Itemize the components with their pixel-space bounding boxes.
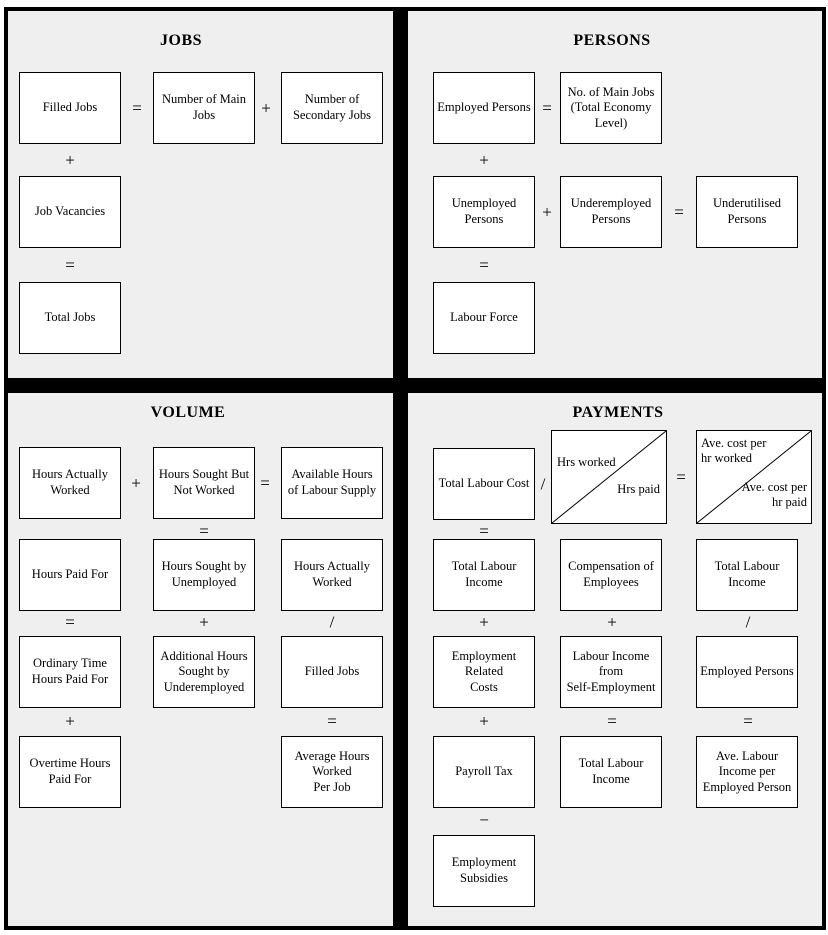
quadrant-divider-horizontal [4,378,826,393]
box-no-of-main-jobs-total-economy: No. of Main Jobs (Total Economy Level) [560,72,662,144]
box-hours-sought-but-not-worked: Hours Sought But Not Worked [153,447,255,519]
box-compensation-of-employees: Compensation of Employees [560,539,662,611]
box-employment-related-costs: Employment Related Costs [433,636,535,708]
operator-plus: + [65,150,75,170]
box-filled-jobs: Filled Jobs [19,72,121,144]
box-payroll-tax: Payroll Tax [433,736,535,808]
operator-equals: = [260,473,270,493]
box-hours-paid-for: Hours Paid For [19,539,121,611]
operator-equals: = [65,255,75,275]
operator-minus: − [479,810,489,830]
box-available-hours-of-labour-supply: Available Hours of Labour Supply [281,447,383,519]
diagram-frame [4,7,826,930]
operator-equals: = [327,711,337,731]
operator-divide: / [540,474,546,494]
quadrant-title-persons: PERSONS [573,32,651,49]
box-total-labour-income: Total Labour Income [433,539,535,611]
quadrant-title-payments: PAYMENTS [572,404,664,421]
operator-equals: = [607,711,617,731]
box-total-jobs: Total Jobs [19,282,121,354]
quadrant-title-jobs: JOBS [159,32,203,49]
operator-equals: = [743,711,753,731]
box-total-labour-income-3: Total Labour Income [560,736,662,808]
box-underutilised-persons: Underutilised Persons [696,176,798,248]
box-hours-sought-by-unemployed: Hours Sought by Unemployed [153,539,255,611]
quadrant-divider-vertical [393,7,408,930]
operator-plus: + [479,612,489,632]
operator-plus: + [261,98,271,118]
box-number-of-main-jobs: Number of Main Jobs [153,72,255,144]
ratio-box-ave-cost-per-hr: Ave. cost per hr worked Ave. cost per hr… [696,430,812,524]
operator-equals: = [132,98,142,118]
operator-plus: + [199,612,209,632]
operator-plus: + [479,711,489,731]
box-unemployed-persons: Unemployed Persons [433,176,535,248]
operator-equals: = [674,202,684,222]
operator-equals: = [542,98,552,118]
ratio-label-bottom-right: Hrs paid [617,482,660,496]
box-employed-persons-2: Employed Persons [696,636,798,708]
ratio-label-top-left: Hrs worked [557,455,616,469]
box-filled-jobs-2: Filled Jobs [281,636,383,708]
quadrant-title-volume: VOLUME [150,404,226,421]
ratio-label-top-left: Ave. cost per hr worked [701,436,767,465]
operator-divide: / [329,612,335,632]
box-overtime-hours-paid-for: Overtime Hours Paid For [19,736,121,808]
box-underemployed-persons: Underemployed Persons [560,176,662,248]
box-number-of-secondary-jobs: Number of Secondary Jobs [281,72,383,144]
box-employed-persons: Employed Persons [433,72,535,144]
box-labour-force: Labour Force [433,282,535,354]
diagonal-line [552,431,666,523]
box-ordinary-time-hours-paid-for: Ordinary Time Hours Paid For [19,636,121,708]
box-hours-actually-worked: Hours Actually Worked [19,447,121,519]
operator-equals: = [479,255,489,275]
box-additional-hours-sought-by-underemployed: Additional Hours Sought by Underemployed [153,636,255,708]
operator-plus: + [131,473,141,493]
ratio-label-bottom-right: Ave. cost per hr paid [741,480,807,509]
box-labour-income-from-self-employment: Labour Income from Self-Employment [560,636,662,708]
box-ave-labour-income-per-employed-person: Ave. Labour Income per Employed Person [696,736,798,808]
operator-plus: + [479,150,489,170]
box-total-labour-cost: Total Labour Cost [433,448,535,520]
box-total-labour-income-2: Total Labour Income [696,539,798,611]
operator-divide: / [745,612,751,632]
operator-equals: = [199,521,209,541]
operator-equals: = [479,521,489,541]
box-hours-actually-worked-2: Hours Actually Worked [281,539,383,611]
box-employment-subsidies: Employment Subsidies [433,835,535,907]
operator-plus: + [607,612,617,632]
box-average-hours-worked-per-job: Average Hours Worked Per Job [281,736,383,808]
operator-equals: = [65,612,75,632]
box-job-vacancies: Job Vacancies [19,176,121,248]
operator-plus: + [65,711,75,731]
diagonal-line [697,431,811,523]
operator-plus: + [542,202,552,222]
operator-equals: = [676,467,686,487]
ratio-box-hrs-worked-vs-hrs-paid: Hrs worked Hrs paid [551,430,667,524]
